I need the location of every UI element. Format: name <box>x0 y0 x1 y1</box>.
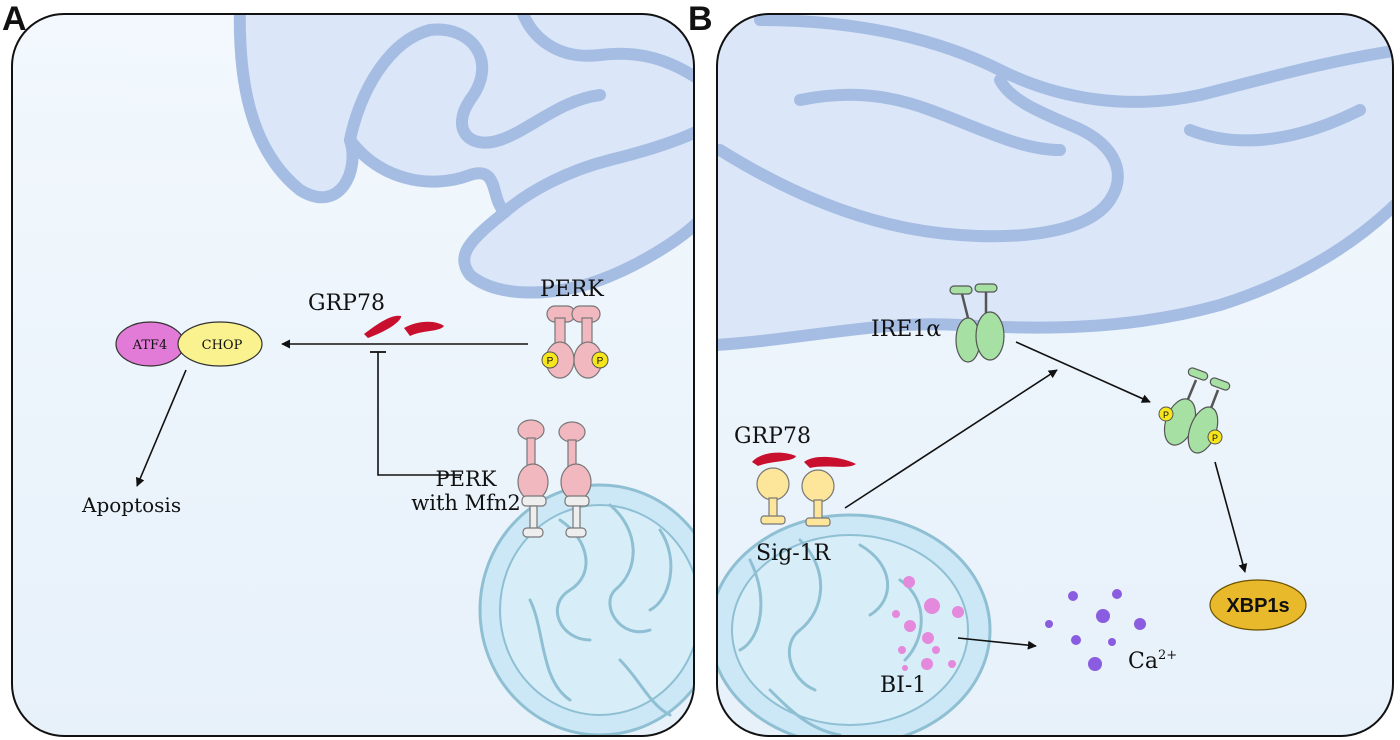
atf4-chop: ATF4 CHOP <box>115 321 263 367</box>
svg-text:P: P <box>1212 433 1218 443</box>
chop <box>177 321 263 367</box>
phospho-ire1a: P P <box>1158 367 1231 454</box>
ca-label: Ca2+ <box>1128 648 1177 674</box>
atf4-label: ATF4 <box>132 338 168 353</box>
svg-text:P: P <box>547 356 554 367</box>
calcium-ions: Ca2+ <box>1045 589 1177 674</box>
ire1a-label: IRE1α <box>871 317 941 342</box>
arrow-ire1a-to-phospho <box>1015 341 1151 403</box>
grp78-a: GRP78 <box>308 291 444 338</box>
ire1a: IRE1α <box>871 283 1005 363</box>
panel-b-letter: B <box>688 0 713 38</box>
bi1-vesicles: BI-1 <box>880 576 964 698</box>
grp78-b-label: GRP78 <box>734 424 811 449</box>
grp78-a-2 <box>404 321 444 336</box>
phospho-perk-1 <box>541 351 559 369</box>
inhibition-mfn2 <box>377 352 462 476</box>
sig1r-1 <box>756 467 790 501</box>
arrow-sig1r-to-ire1a <box>844 369 1058 509</box>
perk-mfn2-label-2: with Mfn2 <box>411 491 521 515</box>
panel-a: A <box>2 0 695 737</box>
perk-dimer: PERK P P <box>540 277 609 379</box>
arrow-bi1-to-ca <box>957 637 1037 650</box>
phospho-ire1a-1 <box>1158 406 1174 422</box>
bi1-label: BI-1 <box>880 673 926 698</box>
perk-mfn2-label-1: PERK <box>436 467 497 491</box>
xbp1s: XBP1s <box>1209 579 1307 631</box>
endoplasmic-reticulum-a <box>233 14 694 299</box>
svg-text:P: P <box>1163 410 1169 420</box>
grp78-b-2 <box>804 456 856 468</box>
xbp1s-label: XBP1s <box>1226 595 1289 617</box>
panel-b: B <box>688 0 1394 737</box>
phospho-ire1a-2 <box>1207 429 1223 445</box>
sig1r-2 <box>801 469 835 503</box>
panel-a-letter: A <box>2 0 27 38</box>
grp78-a-label: GRP78 <box>308 291 385 316</box>
chop-label: CHOP <box>202 338 243 353</box>
grp78-sig1r-complex: GRP78 Sig-1R <box>734 424 856 566</box>
perk-mfn2-complex: PERK with Mfn2 <box>411 419 592 538</box>
sig1r-label: Sig-1R <box>756 541 832 566</box>
phospho-perk-2 <box>591 351 609 369</box>
arrow-chop-to-apoptosis <box>136 369 187 487</box>
perk-label: PERK <box>540 277 604 302</box>
mitochondrion-a <box>478 483 694 736</box>
grp78-a-1 <box>364 315 402 338</box>
arrow-phospho-to-xbp1s <box>1214 461 1248 573</box>
apoptosis-label: Apoptosis <box>81 493 181 517</box>
grp78-b-1 <box>752 452 796 466</box>
svg-text:P: P <box>597 356 604 367</box>
mitochondrion-b <box>717 513 992 736</box>
endoplasmic-reticulum-b <box>717 14 1393 351</box>
